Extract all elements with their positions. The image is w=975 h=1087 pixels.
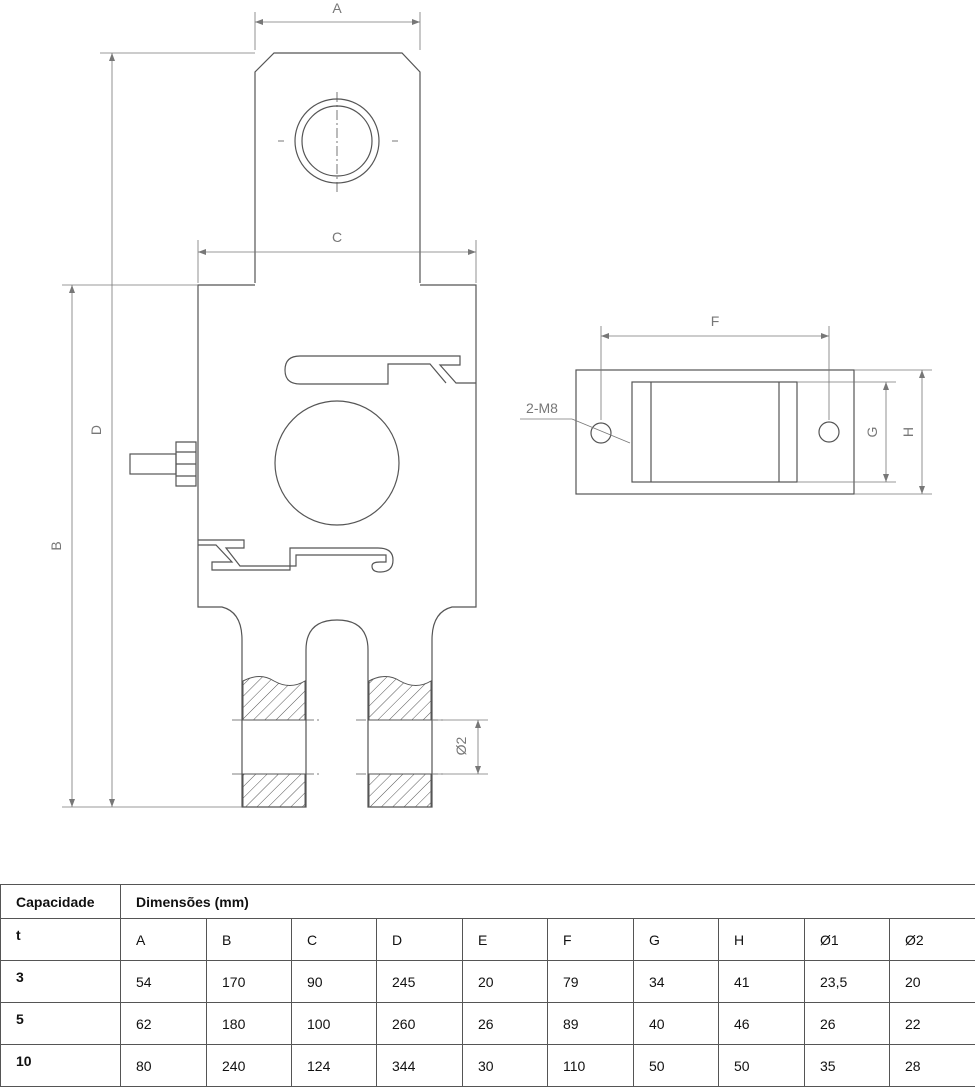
center-lines: [232, 92, 444, 774]
table-cell: 34: [634, 961, 719, 1003]
pin-sections: [243, 677, 431, 808]
label-f: F: [711, 313, 720, 329]
table-cell: 110: [548, 1045, 634, 1087]
column-header: Ø2: [890, 919, 975, 961]
table-row: 5 62 180 100 260 26 89 40 46 26 22: [1, 1003, 975, 1045]
table-cell: 50: [634, 1045, 719, 1087]
table-cell: 62: [121, 1003, 207, 1045]
dimensions-table: Capacidade Dimensões (mm) t A B C D E F …: [0, 884, 975, 1087]
table-cell: 28: [890, 1045, 975, 1087]
label-a: A: [332, 0, 342, 16]
side-dimension-lines: [520, 326, 932, 494]
table-cell: 26: [463, 1003, 548, 1045]
capacity-cell: 3: [1, 961, 121, 1003]
label-d: D: [88, 425, 104, 435]
column-header: F: [548, 919, 634, 961]
side-dimension-arrows: [601, 333, 925, 494]
table-cell: 100: [292, 1003, 377, 1045]
table-cell: 245: [377, 961, 463, 1003]
table-cell: 180: [207, 1003, 292, 1045]
column-header: E: [463, 919, 548, 961]
table-cell: 90: [292, 961, 377, 1003]
table-row: 10 80 240 124 344 30 110 50 50 35 28: [1, 1045, 975, 1087]
table-cell: 46: [719, 1003, 805, 1045]
label-c: C: [332, 229, 342, 245]
table-cell: 344: [377, 1045, 463, 1087]
column-header: D: [377, 919, 463, 961]
table-cell: 35: [805, 1045, 890, 1087]
table-cell: 54: [121, 961, 207, 1003]
column-header: H: [719, 919, 805, 961]
table-cell: 41: [719, 961, 805, 1003]
label-h: H: [900, 427, 916, 437]
table-header-row: Capacidade Dimensões (mm): [1, 885, 975, 919]
table-cell: 40: [634, 1003, 719, 1045]
table-cell: 20: [463, 961, 548, 1003]
table-cell: 124: [292, 1045, 377, 1087]
table-cell: 89: [548, 1003, 634, 1045]
table-cell: 50: [719, 1045, 805, 1087]
table-row: 3 54 170 90 245 20 79 34 41 23,5 20: [1, 961, 975, 1003]
capacity-cell: 10: [1, 1045, 121, 1087]
table-cell: 20: [890, 961, 975, 1003]
table-cell: 240: [207, 1045, 292, 1087]
label-b: B: [48, 541, 64, 550]
label-g: G: [864, 427, 880, 438]
side-view: [576, 370, 854, 494]
table-cell: 30: [463, 1045, 548, 1087]
column-header: C: [292, 919, 377, 961]
dimensions-header: Dimensões (mm): [121, 885, 975, 919]
column-header: A: [121, 919, 207, 961]
column-header: B: [207, 919, 292, 961]
label-thread: 2-M8: [526, 400, 558, 416]
table-cell: 22: [890, 1003, 975, 1045]
capacity-cell: 5: [1, 1003, 121, 1045]
table-cell: 26: [805, 1003, 890, 1045]
column-header: Ø1: [805, 919, 890, 961]
table-cell: 170: [207, 961, 292, 1003]
column-header: G: [634, 919, 719, 961]
unit-label: t: [1, 919, 121, 961]
table-columns-row: t A B C D E F G H Ø1 Ø2: [1, 919, 975, 961]
table-cell: 79: [548, 961, 634, 1003]
capacity-header: Capacidade: [1, 885, 121, 919]
label-phi2: Ø2: [453, 736, 469, 755]
table-cell: 23,5: [805, 961, 890, 1003]
table-cell: 80: [121, 1045, 207, 1087]
technical-drawing: A C D B Ø2 F G H 2-M8: [0, 0, 975, 880]
table-cell: 260: [377, 1003, 463, 1045]
